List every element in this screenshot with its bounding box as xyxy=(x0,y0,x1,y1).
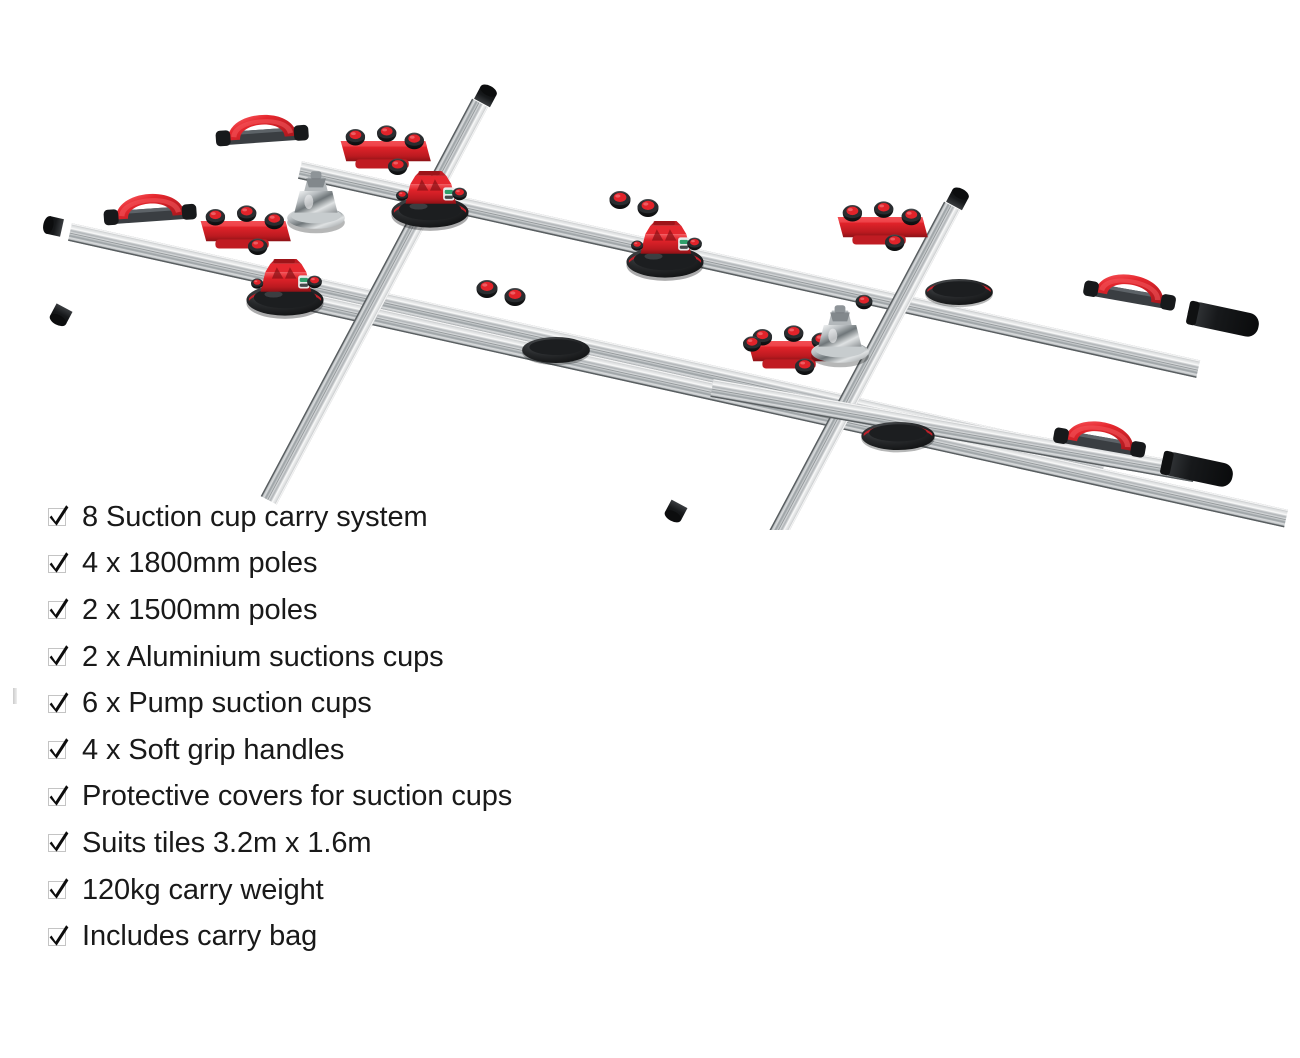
pump-suction-cup-4 xyxy=(925,279,993,308)
feature-label: 8 Suction cup carry system xyxy=(82,500,428,533)
pump-suction-cup-5 xyxy=(522,337,590,366)
checkmark-icon xyxy=(48,785,69,806)
feature-label: 4 x 1800mm poles xyxy=(82,547,318,580)
feature-list: 8 Suction cup carry system 4 x 1800mm po… xyxy=(0,494,760,960)
feature-label: 2 x Aluminium suctions cups xyxy=(82,640,444,673)
list-item: 2 x 1500mm poles xyxy=(0,587,760,634)
checkmark-icon xyxy=(48,738,69,760)
checkmark-icon xyxy=(48,598,69,620)
feature-label: Includes carry bag xyxy=(82,920,318,953)
checkmark-icon xyxy=(48,878,69,900)
list-item: 8 Suction cup carry system xyxy=(0,494,760,541)
list-item: 6 x Pump suction cups xyxy=(0,680,760,727)
rubber-end-grip-2 xyxy=(1160,450,1233,487)
feature-label: 120kg carry weight xyxy=(82,873,324,906)
rubber-end-grip-1 xyxy=(1186,300,1259,337)
checkmark-icon xyxy=(48,505,69,527)
list-item: 2 x Aluminium suctions cups xyxy=(0,634,760,681)
feature-label: Protective covers for suction cups xyxy=(82,780,513,813)
feature-label: 6 x Pump suction cups xyxy=(82,687,372,720)
product-illustration xyxy=(41,81,1289,530)
list-item: Protective covers for suction cups xyxy=(0,774,760,821)
checkmark-icon xyxy=(48,645,69,667)
checkmark-icon xyxy=(48,691,69,713)
list-item: Suits tiles 3.2m x 1.6m xyxy=(0,820,760,867)
feature-label: 2 x 1500mm poles xyxy=(82,593,318,626)
checkmark-icon xyxy=(48,924,69,946)
checkmark-icon xyxy=(48,552,69,573)
list-item: 4 x 1800mm poles xyxy=(0,541,760,588)
list-item: 120kg carry weight xyxy=(0,867,760,914)
adjustment-knob-pair-3 xyxy=(743,336,761,352)
adjustment-knob-pair-4 xyxy=(855,294,873,310)
list-item: Includes carry bag xyxy=(0,913,760,960)
product-image xyxy=(41,81,1289,530)
pump-suction-cup-6 xyxy=(861,421,935,453)
feature-label: Suits tiles 3.2m x 1.6m xyxy=(82,826,372,859)
feature-label: 4 x Soft grip handles xyxy=(82,733,345,766)
list-item: 4 x Soft grip handles xyxy=(0,727,760,774)
checkmark-icon xyxy=(48,831,69,853)
edge-artifact xyxy=(13,688,17,704)
